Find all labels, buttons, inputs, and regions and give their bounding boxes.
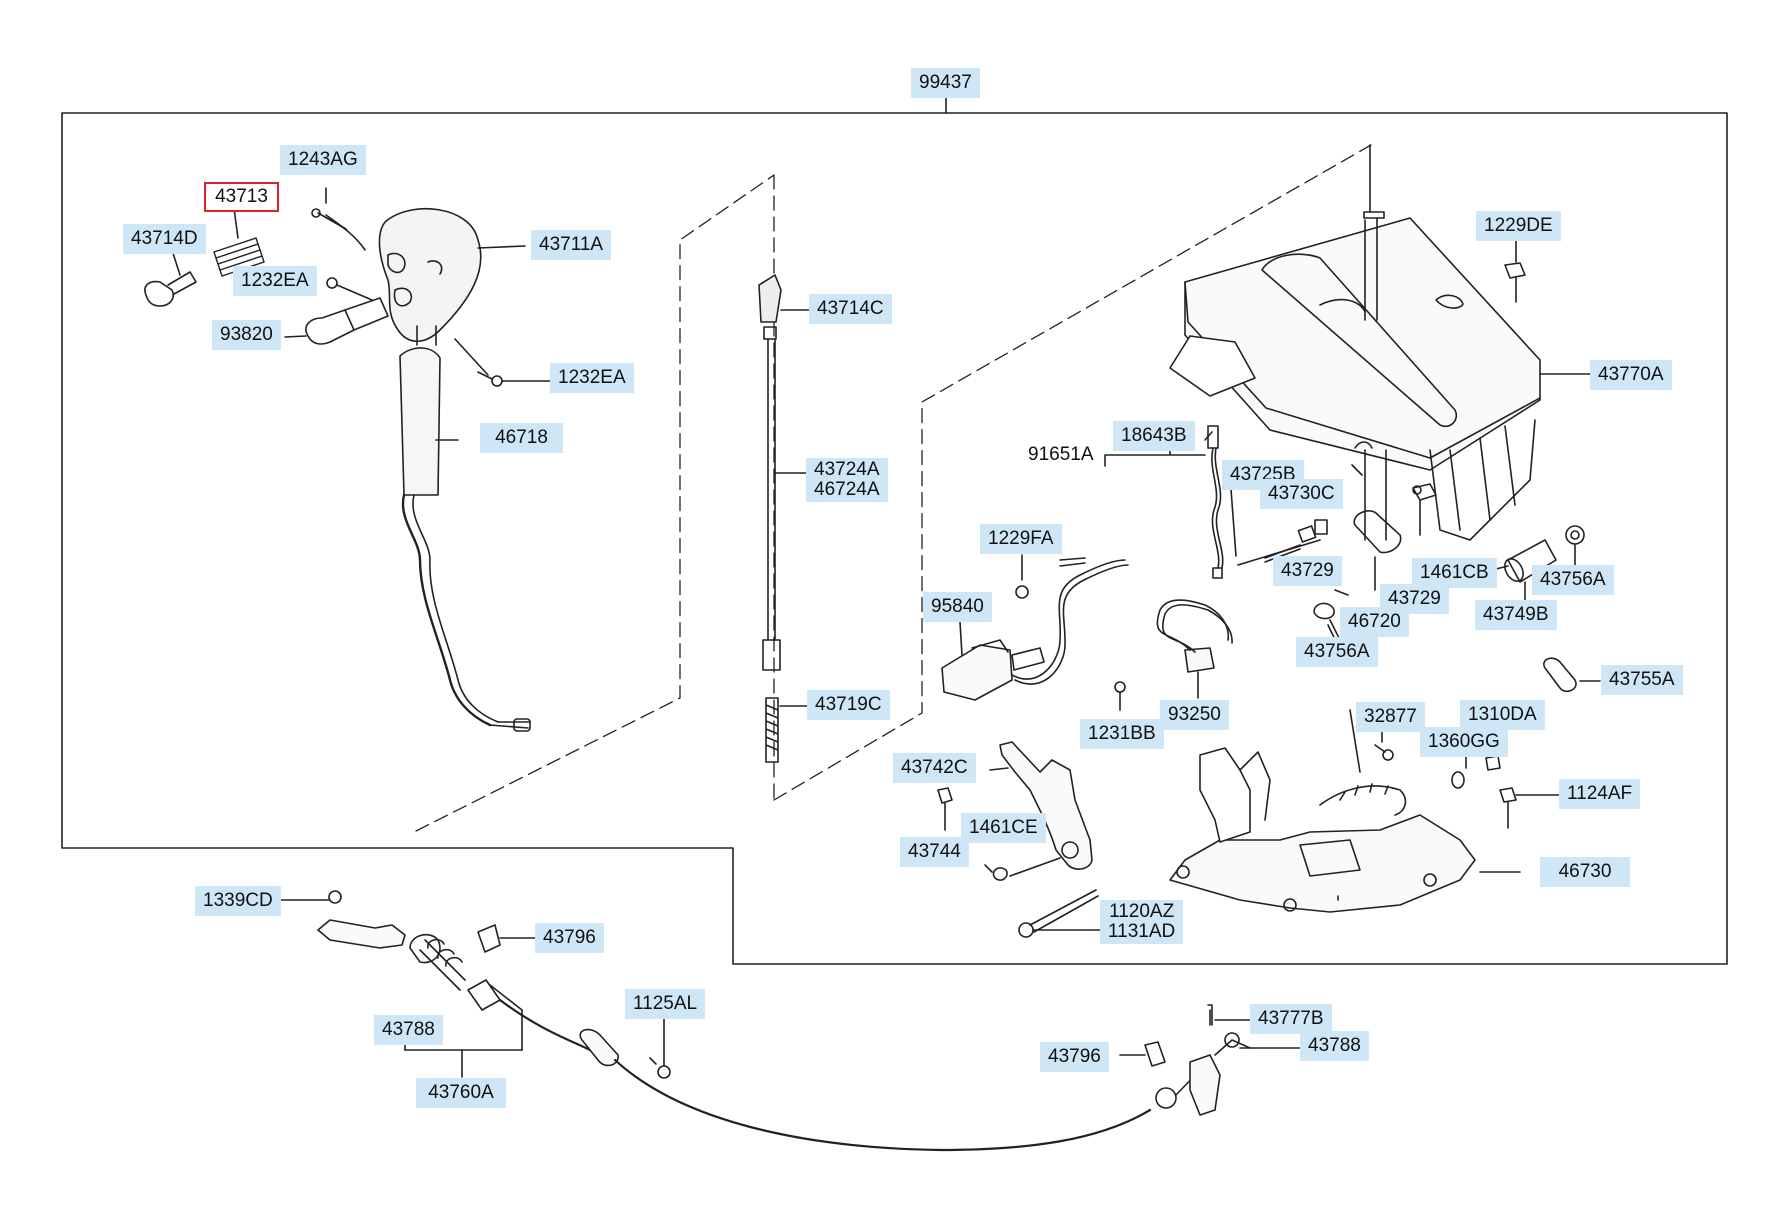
label-91651A[interactable]: 91651A xyxy=(1028,444,1094,465)
shift-knob-group xyxy=(144,187,551,732)
label-43770A[interactable]: 43770A xyxy=(1590,360,1672,390)
label-43749B[interactable]: 43749B xyxy=(1475,600,1557,630)
label-46730[interactable]: 46730 xyxy=(1540,857,1630,887)
label-43713-highlighted[interactable]: 43713 xyxy=(204,182,279,212)
small-parts xyxy=(1229,441,1601,692)
label-1232EA-upper[interactable]: 1232EA xyxy=(233,266,317,296)
label-99437[interactable]: 99437 xyxy=(911,68,980,98)
label-43756A-lower[interactable]: 43756A xyxy=(1296,637,1378,667)
label-1124AF[interactable]: 1124AF xyxy=(1559,779,1641,809)
label-1461CB[interactable]: 1461CB xyxy=(1412,558,1497,588)
dashed-box-left xyxy=(415,174,775,832)
label-43760A[interactable]: 43760A xyxy=(416,1078,506,1108)
label-1339CD[interactable]: 1339CD xyxy=(195,886,281,916)
label-43756A-right[interactable]: 43756A xyxy=(1532,565,1614,595)
lever-43742C xyxy=(937,741,1101,938)
label-1229DE[interactable]: 1229DE xyxy=(1476,211,1561,241)
label-1243AG[interactable]: 1243AG xyxy=(280,145,366,175)
label-1120AZ-1131AD[interactable]: 1120AZ 1131AD xyxy=(1100,900,1184,944)
label-93820[interactable]: 93820 xyxy=(212,320,281,350)
assembly-boundary xyxy=(61,112,1728,965)
dashed-box-right xyxy=(773,144,1372,801)
label-43755A[interactable]: 43755A xyxy=(1601,665,1683,695)
label-18643B[interactable]: 18643B xyxy=(1113,421,1195,451)
solenoid-95840 xyxy=(941,554,1129,701)
label-1360GG[interactable]: 1360GG xyxy=(1420,727,1508,757)
label-1461CE[interactable]: 1461CE xyxy=(961,813,1046,843)
label-43729-left[interactable]: 43729 xyxy=(1273,556,1342,586)
label-43714C[interactable]: 43714C xyxy=(809,294,892,324)
label-43730C[interactable]: 43730C xyxy=(1260,479,1343,509)
label-1231BB[interactable]: 1231BB xyxy=(1080,719,1164,749)
label-43796-left[interactable]: 43796 xyxy=(535,923,604,953)
base-plate-46730 xyxy=(1169,709,1561,913)
label-43788-left[interactable]: 43788 xyxy=(374,1015,443,1045)
label-43714D[interactable]: 43714D xyxy=(123,224,206,254)
label-46720[interactable]: 46720 xyxy=(1340,607,1409,637)
label-43744[interactable]: 43744 xyxy=(900,837,969,867)
label-43724A-46724A[interactable]: 43724A 46724A xyxy=(806,458,888,502)
label-1232EA-lower[interactable]: 1232EA xyxy=(550,363,634,393)
shift-rod-group xyxy=(758,274,811,763)
label-43711A[interactable]: 43711A xyxy=(531,230,612,260)
label-43719C[interactable]: 43719C xyxy=(807,690,890,720)
label-93250[interactable]: 93250 xyxy=(1160,700,1229,730)
cable-43760A xyxy=(272,890,1339,1152)
label-43742C[interactable]: 43742C xyxy=(893,753,976,783)
shifter-housing-group xyxy=(1169,144,1593,541)
label-95840[interactable]: 95840 xyxy=(923,592,992,622)
label-32877[interactable]: 32877 xyxy=(1356,702,1425,732)
switch-93250 xyxy=(1114,599,1233,711)
label-43777B[interactable]: 43777B xyxy=(1250,1004,1332,1034)
label-43788-right[interactable]: 43788 xyxy=(1300,1031,1369,1061)
label-1125AL[interactable]: 1125AL xyxy=(625,989,706,1019)
label-46718[interactable]: 46718 xyxy=(480,423,563,453)
label-1310DA[interactable]: 1310DA xyxy=(1460,700,1545,730)
spring-43713 xyxy=(213,237,265,277)
label-43796-right[interactable]: 43796 xyxy=(1040,1042,1109,1072)
label-1229FA[interactable]: 1229FA xyxy=(980,524,1062,554)
